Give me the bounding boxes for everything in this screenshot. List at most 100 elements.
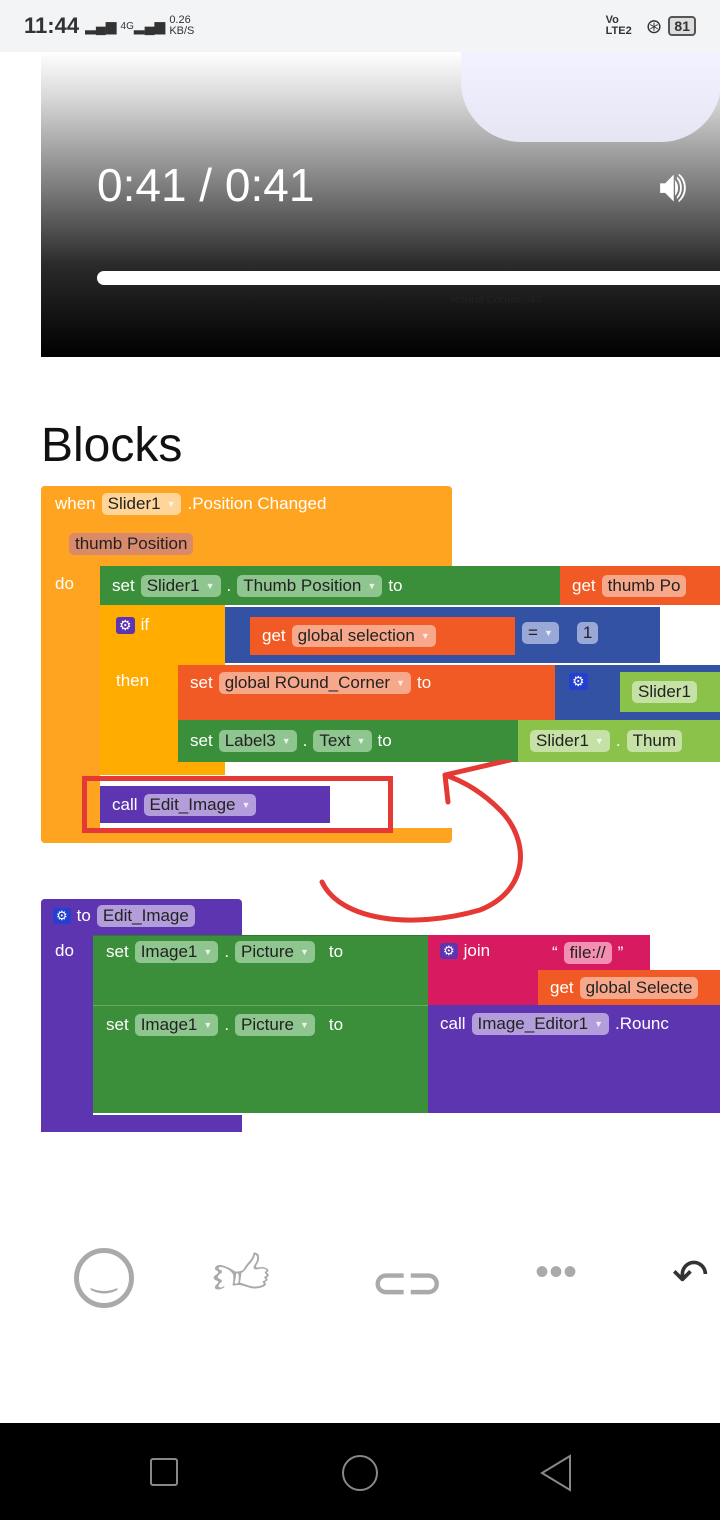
do-label: do (55, 941, 74, 960)
call-image-editor-block[interactable]: call Image_Editor1 ▼ .Rounc (428, 1005, 720, 1113)
component-dropdown[interactable]: Label3▼ (218, 730, 297, 752)
signal-icon-2: ▂▄▆ (133, 17, 166, 34)
video-progress-bar[interactable] (97, 271, 720, 285)
text-block[interactable]: “file://” (540, 935, 650, 970)
home-button[interactable] (342, 1455, 378, 1491)
text-field[interactable]: file:// (563, 941, 612, 964)
to-label: to (76, 906, 91, 925)
set-label: set (106, 1015, 129, 1034)
dd-value: Image1 (140, 942, 198, 961)
slider-property-block[interactable]: Slider1▼.Thum (518, 720, 720, 762)
join-block[interactable]: ⚙join (428, 935, 540, 1005)
video-ghost-text: Round Corner : 47 (451, 294, 542, 306)
if-label: if (140, 615, 150, 634)
chevron-down-icon: ▼ (203, 1020, 213, 1030)
navigation-bar (0, 1423, 720, 1520)
dd-value: = (528, 623, 538, 642)
procedure-dropdown[interactable]: Edit_Image▼ (143, 793, 257, 816)
component-dropdown[interactable]: Slider1▼ (530, 730, 610, 752)
gear-icon[interactable]: ⚙ (116, 616, 135, 634)
component-dropdown[interactable]: Image1▼ (134, 1014, 219, 1036)
get-label: get (262, 626, 286, 645)
set-label: set (190, 731, 213, 750)
component-dropdown[interactable]: Image_Editor1 ▼ (471, 1013, 610, 1035)
then-label: then (116, 671, 150, 690)
chevron-down-icon: ▼ (594, 1019, 604, 1029)
set-picture-row-2[interactable]: set Image1▼. Picture▼ to (106, 1014, 344, 1036)
property-dropdown[interactable]: Thumb Position▼ (237, 574, 383, 597)
property-dropdown[interactable]: Text ▼ (313, 730, 372, 752)
dd-value: Edit_Image (149, 794, 236, 814)
signal-icon: ▂▄▆ (85, 17, 117, 34)
set-label-block[interactable]: set Label3▼. Text▼ to (178, 720, 518, 762)
slider-getter-block[interactable]: Slider1 (620, 672, 720, 712)
to-label: to (328, 1015, 344, 1034)
more-icon[interactable]: ••• (535, 1250, 578, 1294)
procedure-name-field[interactable]: Edit_Image (96, 905, 195, 927)
get-selection-block[interactable]: get global selection▼ (250, 617, 515, 655)
number-field[interactable]: 1 (576, 622, 599, 644)
dd-value: Image_Editor1 (477, 1014, 589, 1033)
component-dropdown[interactable]: Slider1▼ (101, 493, 182, 515)
section-heading: Blocks (41, 419, 183, 472)
battery-icon: 81 (668, 16, 696, 36)
smiley-icon[interactable]: ‿ (74, 1248, 134, 1308)
reply-icon[interactable]: ↶ (672, 1251, 709, 1300)
chevron-down-icon: ▼ (281, 736, 291, 746)
chevron-down-icon: ▼ (356, 736, 366, 746)
get-label: get (572, 575, 596, 595)
video-thumbnail (461, 52, 720, 142)
call-label: call (112, 794, 138, 814)
set-label: set (190, 673, 213, 692)
set-global-block[interactable]: set global ROund_Corner▼ to (178, 665, 555, 720)
gear-icon[interactable]: ⚙ (440, 943, 458, 959)
property-dropdown[interactable]: Picture▼ (235, 1014, 315, 1036)
dd-value: Text (319, 731, 351, 750)
net-speed-unit: KB/S (169, 25, 195, 37)
annotation-arrow (319, 760, 523, 923)
chevron-down-icon: ▼ (166, 499, 176, 509)
var-dropdown[interactable]: global ROund_Corner▼ (218, 672, 411, 694)
component-dropdown[interactable]: Slider1 (632, 681, 697, 703)
video-player[interactable]: Round Corner : 47 0:41 / 0:41 🔊︎ (41, 52, 720, 357)
set-label: set (112, 575, 135, 595)
to-label: to (328, 942, 344, 961)
back-button[interactable] (538, 1454, 574, 1492)
chevron-down-icon: ▼ (594, 736, 604, 746)
component-dropdown[interactable]: Slider1▼ (140, 574, 221, 597)
video-time: 0:41 / 0:41 (97, 159, 315, 211)
do-label: do (55, 574, 74, 593)
to-label: to (388, 575, 403, 595)
gear-icon[interactable]: ⚙ (53, 908, 71, 924)
rotation-lock-icon: ⊛ (645, 15, 663, 38)
property-dropdown[interactable]: Picture▼ (235, 941, 315, 963)
property-dropdown[interactable]: Thum (626, 730, 683, 752)
event-block[interactable]: when Slider1▼ .Position Changed thumb Po… (41, 486, 452, 843)
chevron-down-icon: ▼ (420, 631, 430, 641)
call-label: call (440, 1014, 466, 1033)
recents-button[interactable] (150, 1458, 178, 1486)
param-chip[interactable]: thumb Position (69, 533, 194, 555)
var-dropdown[interactable]: global selection▼ (291, 625, 436, 647)
var-dropdown[interactable]: global Selecte (579, 976, 699, 999)
procedure-block[interactable]: ⚙ to Edit_Image do (41, 899, 242, 1132)
method-name: .Rounc (615, 1014, 669, 1033)
dd-value: Picture (241, 942, 294, 961)
var-dropdown[interactable]: thumb Po (601, 574, 687, 597)
set-picture-row-1[interactable]: set Image1▼. Picture▼ to (106, 941, 344, 963)
chevron-down-icon: ▼ (396, 678, 405, 688)
operator-dropdown[interactable]: =▼ (522, 622, 559, 644)
clock: 11:44 (24, 13, 80, 38)
chevron-down-icon: ▼ (543, 628, 553, 638)
like-icon[interactable]: 👍︎ (212, 1243, 271, 1306)
to-label: to (417, 673, 432, 692)
volume-icon[interactable]: 🔊︎ (659, 162, 687, 211)
set-slider-block[interactable]: set Slider1▼. Thumb Position▼ to (100, 566, 560, 605)
chevron-down-icon: ▼ (203, 947, 213, 957)
component-dropdown[interactable]: Image1 ▼ (134, 941, 219, 963)
gear-icon[interactable]: ⚙ (569, 673, 588, 690)
link-icon[interactable]: ⊂⊃ (372, 1259, 443, 1306)
